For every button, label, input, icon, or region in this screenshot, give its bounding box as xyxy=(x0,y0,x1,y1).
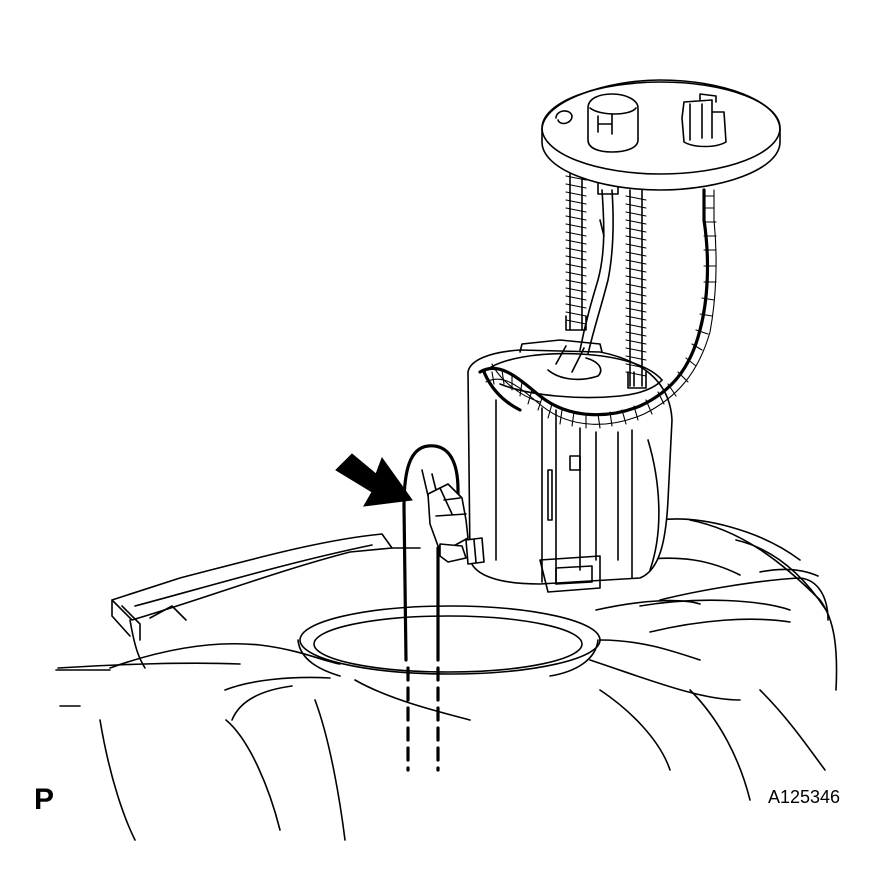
guide-rods xyxy=(565,169,647,389)
spring-coils xyxy=(565,175,647,377)
view-label: P xyxy=(34,783,55,816)
fuel-tank xyxy=(55,518,838,841)
hose-corrugation xyxy=(491,195,717,429)
clip-assembly xyxy=(402,444,485,772)
corrugated-hose xyxy=(478,188,717,429)
flange-plate xyxy=(541,79,781,191)
figure-id: A125346 xyxy=(768,787,841,807)
arrow-icon xyxy=(335,453,413,507)
